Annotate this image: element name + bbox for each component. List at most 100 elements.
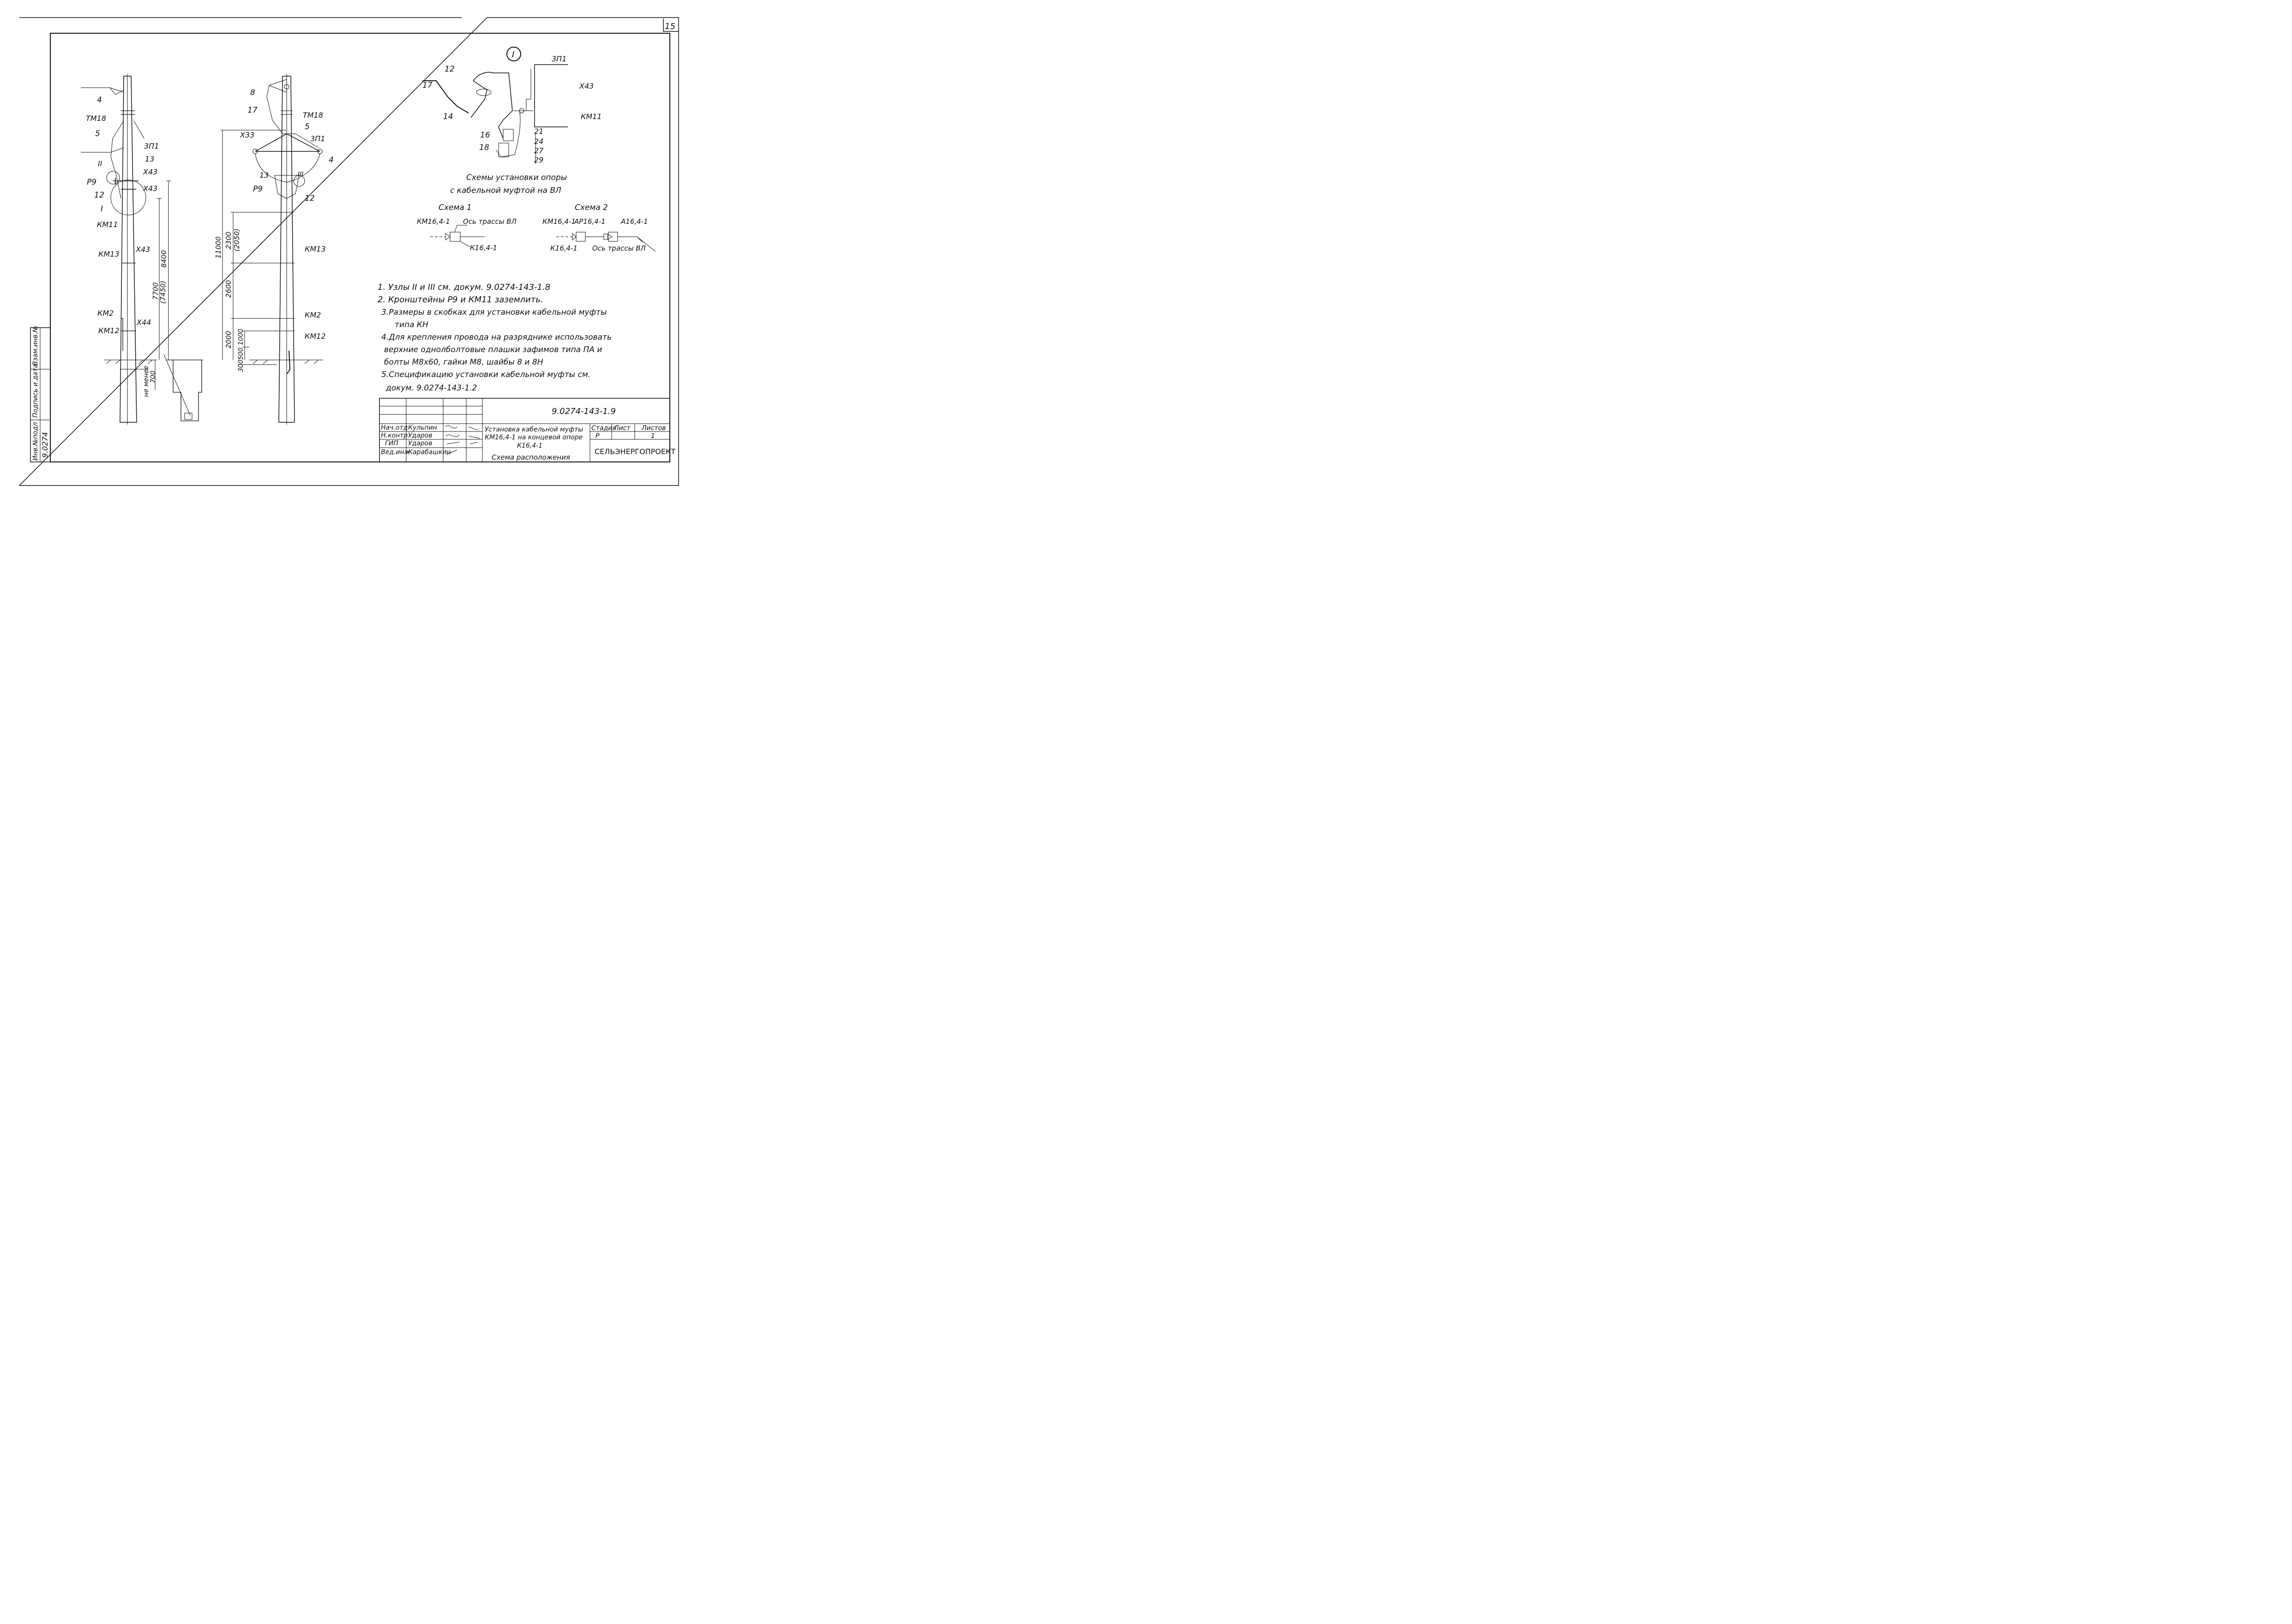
dim-11000: 11000 [214,236,223,258]
detail-marker: I [512,50,514,60]
pole-center-label: КМ13 [305,245,326,253]
pole-left-label: Х43 [143,184,157,193]
note-line: 3.Размеры в скобках для установки кабель… [381,308,607,317]
doc-code: 9.0274-143-1.9 [552,407,616,416]
scheme-2-p3: А16,4-1 [620,217,648,226]
side-inv-value: 9.0274 [41,432,49,458]
detail-label: 21 [534,127,543,136]
stage-header: Стадия [591,425,616,432]
schemes-heading: Схемы установки опоры [466,173,567,182]
dim-2050: (2050) [233,228,241,252]
note-line: типа КН [395,320,428,330]
scheme-2-p2: АР16,4-1 [574,217,606,226]
role-name: Кульпин [408,424,437,431]
detail-label: 16 [480,131,490,140]
pole-center-label: Р9 [253,185,263,194]
pole-left-label: Х43 [143,168,157,176]
pole-left-label: II [98,159,102,168]
dim-300: 300 [237,360,245,372]
pole-center-label: III [298,171,303,178]
sheet-number: 15 [665,22,675,31]
scheme-2-muff: КМ16,4-1 [542,217,576,226]
pole-left-label: 5 [95,129,100,138]
pole-center-label: 5 [305,122,310,132]
pole-left-label: 4 [97,96,102,105]
pole-center-label: КМ2 [305,311,321,319]
stage-value: Р [596,432,600,440]
dim-2000: 2000 [224,331,233,348]
note-line: докум. 9.0274-143-1.2 [385,384,477,393]
pole-left-label: ТМ18 [86,114,106,123]
pole-left-label: I [101,204,103,214]
dim-7450: (7450) [159,281,167,304]
role-label: Н.контр [381,432,408,439]
notes-block: 1. Узлы II и III см. докум. 9.0274-143-1… [378,282,612,393]
detail-label: 29 [534,156,543,164]
schemes-heading: с кабельной муфтой на ВЛ [450,186,561,195]
side-sign-label: Подпись и дата [32,364,39,418]
detail-label: Х43 [579,82,594,90]
detail-i-drawing [422,47,568,164]
detail-label: 17 [422,81,433,90]
pole-center-label: КМ12 [305,332,326,341]
drawing-sheet: 15 Взам.инв.№ Подпись и дата Инв.№подл 9… [18,17,679,486]
detail-label: 27 [534,146,544,155]
pole-center-label: 4 [329,156,334,165]
detail-label: 14 [443,112,453,121]
title-line: Установка кабельной муфты [485,426,583,433]
detail-label: 12 [445,65,455,74]
pole-left-label: 12 [94,191,104,200]
pole-left-label: Р9 [87,178,96,187]
role-label: Вед.инж [381,449,410,456]
dim-500: 500 [237,348,245,360]
sheet-header: Лист [614,425,631,432]
pole-left-label: КМ12 [98,326,120,335]
detail-label: 18 [479,143,489,152]
pole-left-label: КМ2 [97,309,114,318]
note-line: 5.Спецификацию установки кабельной муфты… [381,370,590,379]
scheme-1-pole: К16,4-1 [470,244,497,252]
signatures [445,425,481,455]
scheme-2-axis: Ось трассы ВЛ [592,244,646,252]
pole-center-label: 3П1 [310,134,325,143]
scheme-2-drawing [556,232,656,252]
pole-left-label: 13 [145,155,154,163]
dim-700: 700 [150,371,157,383]
pole-left-label: Х44 [136,318,151,327]
note-line: 2. Кронштейны Р9 и КМ11 заземлить. [378,295,543,305]
side-stamp [30,327,51,462]
pole-center-label: 17 [247,106,258,115]
side-inv-label: Инв.№подл [32,422,39,461]
role-name: Ударов [408,440,433,447]
note-line: 4.Для крепления провода на разряднике ис… [381,333,612,342]
pole-center-label: 8 [250,88,255,97]
role-label: Нач.отд [381,424,408,431]
note-line: 1. Узлы II и III см. докум. 9.0274-143-1… [378,282,550,292]
title-block-grid [379,398,670,462]
pole-left-label: КМ13 [98,250,120,258]
side-replace-label: Взам.инв.№ [32,326,39,366]
pole-center-label: 12 [305,194,315,203]
pole-left-drawing [81,74,203,425]
sheet-frame [18,17,679,486]
pole-left-label: Х43 [135,245,150,254]
role-name: Карабашкин [408,449,451,456]
scheme-2-pole: К16,4-1 [550,244,578,252]
organization: СЕЛЬЭНЕРГОПРОЕКТ [595,447,675,456]
pole-left-label: КМ11 [97,220,118,229]
title-line: К16,4-1 [517,442,542,449]
dim-2300: 2300 [224,232,233,249]
title-subtitle: Схема расположения [492,453,570,461]
detail-label: 24 [534,137,543,146]
scheme-2-title: Схема 2 [575,203,608,212]
role-name: Ударов [408,432,433,439]
dim-8400: 8400 [160,250,168,268]
note-line: болты М8х60, гайки М8, шайбы 8 и 8Н [384,358,543,367]
sheets-header: Листов [641,425,666,432]
dim-2600: 2600 [224,280,233,298]
dim-7700: 7700 [151,282,160,300]
detail-label: КМ11 [581,112,602,121]
detail-label: 3П1 [552,54,566,63]
pole-center-label: ТМ18 [303,111,323,120]
pole-center-drawing [221,74,323,425]
